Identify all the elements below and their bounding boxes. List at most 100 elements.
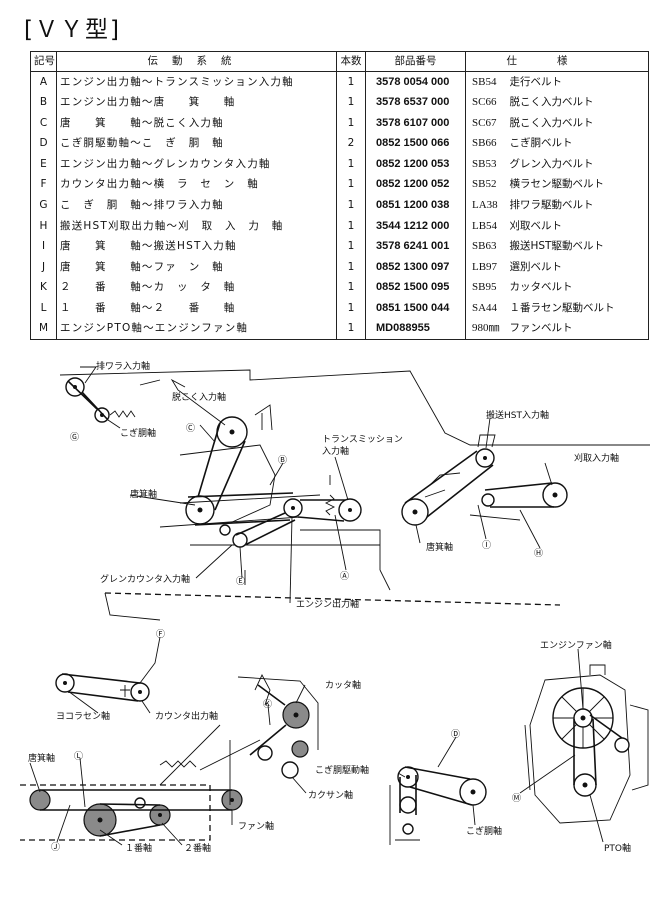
label-tomi: 唐箕軸 xyxy=(130,488,157,500)
diagram-label-group: 排ワラ入力軸 こぎ胴軸 脱こく入力軸 トランスミッション 入力軸 唐箕軸 グレン… xyxy=(28,360,631,854)
row-desc: こぎ胴ベルト xyxy=(507,133,649,155)
row-qty: 1 xyxy=(336,318,366,341)
row-path: 唐 箕 軸〜ファ ン 軸 xyxy=(56,256,337,278)
row-symbol: H xyxy=(30,215,57,237)
row-symbol: K xyxy=(30,277,57,298)
callout-D: Ⓓ xyxy=(451,729,460,740)
row-qty: 1 xyxy=(336,113,366,134)
row-path: エンジンPTO軸〜エンジンファン軸 xyxy=(56,318,337,341)
row-desc: 横ラセン駆動ベルト xyxy=(507,174,649,196)
row-desc: 脱こく入力ベルト xyxy=(507,113,649,134)
row-desc: ファンベルト xyxy=(507,318,649,341)
callout-H: Ⓗ xyxy=(534,548,543,559)
row-qty: 2 xyxy=(336,133,366,155)
label-kogi-do: こぎ胴軸 xyxy=(120,427,156,439)
row-belt-type: LA38 xyxy=(465,195,508,216)
row-symbol: E xyxy=(30,154,57,175)
row-desc: 選別ベルト xyxy=(507,256,649,278)
row-desc: 走行ベルト xyxy=(507,71,649,93)
header-part-no: 部品番号 xyxy=(365,51,466,72)
label-niban: ２番軸 xyxy=(184,842,211,854)
row-part-no: 3578 6537 000 xyxy=(365,92,466,114)
row-desc: グレン入力ベルト xyxy=(507,154,649,175)
row-part-no: 0852 1200 053 xyxy=(365,154,466,175)
callout-B: Ⓑ xyxy=(278,455,287,466)
callout-group: Ⓖ Ⓒ Ⓑ Ⓐ Ⓔ Ⓘ Ⓗ Ⓕ Ⓚ Ⓛ Ⓙ Ⓓ Ⓜ xyxy=(51,423,543,853)
row-belt-type: SC66 xyxy=(465,92,508,114)
row-desc: 脱こく入力ベルト xyxy=(507,92,649,114)
row-belt-type: SA44 xyxy=(465,297,508,319)
label-yokorasen: ヨコラセン軸 xyxy=(56,710,110,722)
row-belt-type: SB53 xyxy=(465,154,508,175)
row-qty: 1 xyxy=(336,215,366,237)
row-belt-type: SB52 xyxy=(465,174,508,196)
row-belt-type: 980㎜ xyxy=(465,318,508,341)
row-path: エンジン出力軸〜トランスミッション入力軸 xyxy=(56,71,337,93)
row-path: エンジン出力軸〜グレンカウンタ入力軸 xyxy=(56,154,337,175)
row-symbol: C xyxy=(30,113,57,134)
row-qty: 1 xyxy=(336,297,366,319)
row-qty: 1 xyxy=(336,256,366,278)
leader-lines xyxy=(29,366,604,846)
callout-F: Ⓕ xyxy=(156,629,165,640)
label-tomi3: 唐箕軸 xyxy=(28,752,55,764)
row-symbol: J xyxy=(30,256,57,278)
label-transmission2: 入力軸 xyxy=(322,445,349,457)
row-symbol: D xyxy=(30,133,57,155)
label-counter-out: カウンタ出力軸 xyxy=(155,710,218,722)
label-hai-wara: 排ワラ入力軸 xyxy=(96,360,150,372)
header-symbol: 記号 xyxy=(30,51,57,72)
callout-A: Ⓐ xyxy=(340,571,349,582)
row-part-no: MD088955 xyxy=(365,318,466,341)
page-title: [ＶＹ型] xyxy=(24,17,121,43)
row-symbol: G xyxy=(30,195,57,216)
row-belt-type: SC67 xyxy=(465,113,508,134)
row-belt-type: SB54 xyxy=(465,71,508,93)
row-path: こぎ胴駆動軸〜こ ぎ 胴 軸 xyxy=(56,133,337,155)
table-header-row: 記号 伝動系統 本数 部品番号 仕様 xyxy=(30,51,649,72)
label-fan: ファン軸 xyxy=(238,820,274,832)
bottom-left-assembly xyxy=(20,673,319,841)
row-symbol: A xyxy=(30,71,57,93)
callout-C: Ⓒ xyxy=(186,423,195,434)
label-ichiban: １番軸 xyxy=(125,842,152,854)
label-dakkoku: 脱こく入力軸 xyxy=(172,391,226,403)
row-qty: 1 xyxy=(336,92,366,114)
label-engine-out: エンジン出力軸 xyxy=(296,598,359,610)
callout-M: Ⓜ xyxy=(512,793,521,804)
row-qty: 1 xyxy=(336,277,366,298)
row-part-no: 3544 1212 000 xyxy=(365,215,466,237)
row-desc: 刈取ベルト xyxy=(507,215,649,237)
row-part-no: 0851 1500 044 xyxy=(365,297,466,319)
row-path: こ ぎ 胴 軸〜排ワラ入力軸 xyxy=(56,195,337,216)
row-desc: カッタベルト xyxy=(507,277,649,298)
tomi3-pulley xyxy=(29,789,51,811)
belt-diagram: 排ワラ入力軸 こぎ胴軸 脱こく入力軸 トランスミッション 入力軸 唐箕軸 グレン… xyxy=(20,360,650,854)
label-grain-counter: グレンカウンタ入力軸 xyxy=(100,573,190,585)
label-hanso-hst: 搬送HST入力軸 xyxy=(486,409,549,421)
label-kogido2: こぎ胴軸 xyxy=(466,825,502,837)
row-desc: 搬送HST駆動ベルト xyxy=(507,236,649,257)
label-tomi2: 唐箕軸 xyxy=(426,541,453,553)
row-symbol: M xyxy=(30,318,57,341)
row-part-no: 0852 1300 097 xyxy=(365,256,466,278)
label-cutter: カッタ軸 xyxy=(325,679,361,691)
header-count: 本数 xyxy=(336,51,366,72)
header-spec: 仕様 xyxy=(465,51,649,72)
callout-K: Ⓚ xyxy=(263,699,272,710)
row-part-no: 0852 1500 066 xyxy=(365,133,466,155)
row-symbol: B xyxy=(30,92,57,114)
row-path: カウンタ出力軸〜横 ラ セ ン 軸 xyxy=(56,174,337,196)
row-symbol: L xyxy=(30,297,57,319)
row-part-no: 0851 1200 038 xyxy=(365,195,466,216)
row-belt-type: SB95 xyxy=(465,277,508,298)
bottom-middle-assembly xyxy=(389,766,487,845)
row-qty: 1 xyxy=(336,154,366,175)
label-karitori: 刈取入力軸 xyxy=(574,452,619,464)
